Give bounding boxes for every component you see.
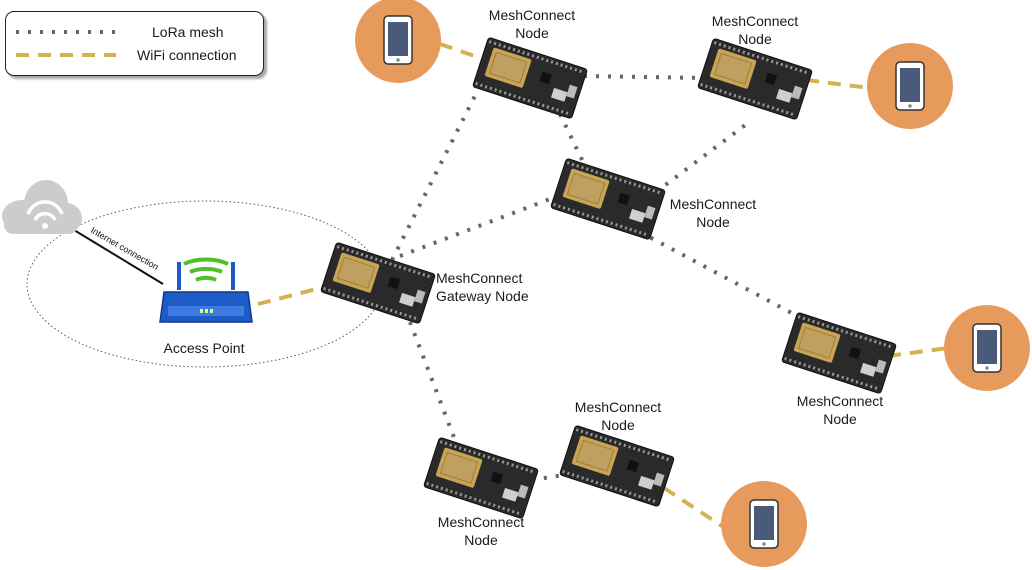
center-node-label: MeshConnect Node bbox=[661, 195, 765, 231]
phone-icon-3 bbox=[943, 304, 1031, 392]
right-node-label-line2: Node bbox=[823, 411, 857, 427]
bottom-left-node-label: MeshConnect Node bbox=[429, 513, 533, 549]
wifi-link-phone3 bbox=[887, 346, 949, 358]
legend-lora-label: LoRa mesh bbox=[152, 24, 224, 40]
legend-lora-row: LoRa mesh bbox=[16, 23, 224, 41]
top-left-node-board bbox=[471, 35, 589, 121]
top-right-node-label: MeshConnect Node bbox=[703, 12, 807, 48]
gateway-node-label-line1: MeshConnect bbox=[436, 270, 523, 286]
bottom-mid-node-label: MeshConnect Node bbox=[566, 398, 670, 434]
wifi-link-phone1 bbox=[439, 42, 487, 62]
legend-wifi-row: WiFi connection bbox=[16, 46, 237, 64]
legend-wifi-label: WiFi connection bbox=[137, 47, 237, 63]
lora-link-gateway-topleft bbox=[390, 81, 484, 261]
lora-link-topleft-center bbox=[558, 113, 588, 169]
lora-link-gateway-center bbox=[399, 194, 559, 258]
bottom-mid-node-label-line1: MeshConnect bbox=[574, 399, 662, 415]
wifi-link-phone4 bbox=[662, 486, 724, 528]
right-node-label: MeshConnect Node bbox=[788, 392, 892, 428]
center-node-board bbox=[549, 156, 667, 242]
center-node-label-line1: MeshConnect bbox=[669, 196, 757, 212]
phone-icon-2 bbox=[866, 42, 954, 130]
lora-link-center-right bbox=[639, 230, 817, 328]
bottom-mid-node-board bbox=[558, 423, 676, 509]
bottom-left-node-label-line2: Node bbox=[464, 532, 498, 548]
center-node-label-line2: Node bbox=[696, 214, 730, 230]
phone-icon-4 bbox=[720, 480, 808, 568]
right-node-board bbox=[780, 310, 898, 396]
top-left-node-label-line1: MeshConnect bbox=[488, 7, 576, 23]
wifi-link-phone2 bbox=[805, 78, 871, 90]
lora-link-gateway-bottomleft bbox=[408, 321, 460, 449]
cloud-icon bbox=[2, 180, 82, 234]
top-right-node-label-line1: MeshConnect bbox=[711, 13, 799, 29]
top-right-node-board bbox=[696, 36, 814, 122]
phone-icon-1 bbox=[354, 0, 442, 84]
legend: LoRa mesh WiFi connection bbox=[5, 11, 264, 76]
internet-connection-line bbox=[73, 229, 164, 285]
lora-link-center-topright bbox=[654, 118, 754, 194]
gateway-node-label-line2: Gateway Node bbox=[436, 288, 529, 304]
gateway-node-board bbox=[319, 240, 437, 326]
lora-link-topleft-topright bbox=[583, 74, 707, 80]
access-point-label: Access Point bbox=[163, 340, 245, 356]
top-right-node-label-line2: Node bbox=[738, 31, 772, 47]
gateway-node-label: MeshConnect Gateway Node bbox=[436, 269, 529, 305]
bottom-left-node-label-line1: MeshConnect bbox=[437, 514, 525, 530]
bottom-mid-node-label-line2: Node bbox=[601, 417, 635, 433]
internet-connection-label: Internet connection bbox=[89, 225, 160, 272]
lora-links bbox=[390, 74, 817, 482]
legend-wifi-swatch bbox=[16, 53, 116, 57]
bottom-left-node-board bbox=[422, 435, 540, 521]
legend-lora-swatch bbox=[16, 30, 116, 34]
right-node-label-line1: MeshConnect bbox=[796, 393, 884, 409]
top-left-node-label: MeshConnect Node bbox=[480, 6, 584, 42]
access-point-router-icon bbox=[159, 257, 253, 323]
top-left-node-label-line2: Node bbox=[515, 25, 549, 41]
